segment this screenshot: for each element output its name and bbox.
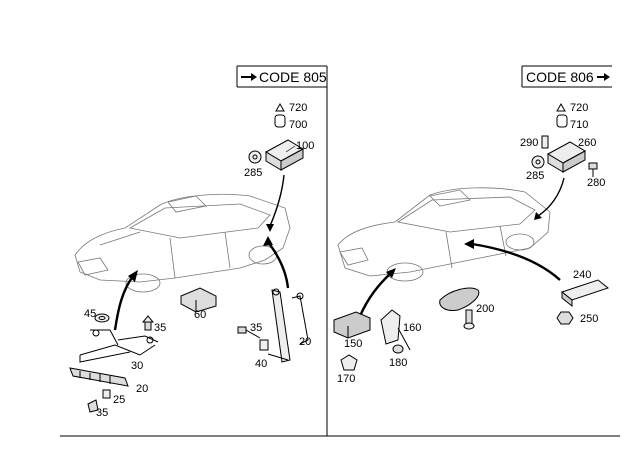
callout-285-right: 285 (526, 170, 544, 182)
arrow-to-car-front-right (358, 271, 393, 317)
callout-285-left: 285 (244, 167, 262, 179)
clip-170 (340, 354, 358, 371)
callout-720-right: 720 (570, 102, 588, 114)
callout-280: 280 (587, 177, 605, 189)
warning-triangle-icon (275, 102, 285, 112)
car-illustration-right (337, 187, 551, 282)
callout-170: 170 (337, 373, 355, 385)
arrow-to-car-front (113, 274, 135, 331)
callout-260: 260 (578, 137, 596, 149)
code-805-label: CODE 805 (259, 69, 327, 85)
callout-180: 180 (389, 357, 407, 369)
washer-45 (94, 313, 110, 323)
callout-35-top: 35 (154, 322, 166, 334)
control-module-260 (546, 141, 587, 173)
callout-710: 710 (570, 119, 588, 131)
clip-25 (102, 389, 111, 399)
callout-60: 60 (194, 309, 206, 321)
car-illustration-left (74, 193, 291, 293)
arrow-to-trunk (267, 241, 290, 289)
warning-triangle-icon (556, 102, 566, 112)
clip-35-bottom (87, 399, 99, 413)
holder-150 (333, 311, 371, 339)
screw-280 (588, 162, 598, 177)
clip-35-top (141, 315, 155, 331)
callout-25: 25 (113, 394, 125, 406)
rail-20-right (267, 288, 309, 363)
callout-100: 100 (296, 140, 314, 152)
sensor-200 (439, 287, 480, 330)
bolt-35 (237, 326, 261, 339)
arrow-module-to-car (269, 174, 285, 227)
left-panel: CODE 805 720 700 100 285 (69, 65, 327, 419)
callout-35-bottom: 35 (96, 407, 108, 419)
code-806-box[interactable]: CODE 806 (521, 65, 612, 88)
antenna-240 (560, 279, 610, 308)
grommet-285-right (531, 155, 545, 169)
frame-30 (79, 329, 159, 363)
code-806-label: CODE 806 (526, 69, 594, 85)
washer-180 (392, 344, 404, 354)
arrow-right-icon (241, 73, 257, 81)
clip-290 (541, 135, 549, 149)
stud-40 (259, 339, 269, 351)
connector-plug (274, 114, 286, 128)
callout-45: 45 (84, 308, 96, 320)
arrow-right-icon (597, 73, 610, 81)
grommet-285 (248, 150, 262, 164)
leader-100 (285, 145, 296, 153)
plate-160 (380, 309, 411, 351)
arrow-module-to-car-right (537, 177, 565, 217)
callout-20-left: 20 (136, 383, 148, 395)
callout-150: 150 (344, 338, 362, 350)
nut-250 (556, 311, 574, 325)
callout-200: 200 (476, 303, 494, 315)
callout-290: 290 (520, 137, 538, 149)
callout-35-bolt: 35 (250, 322, 262, 334)
callout-160: 160 (403, 322, 421, 334)
callout-30: 30 (131, 360, 143, 372)
rail-20-left (69, 367, 129, 387)
callout-240: 240 (573, 269, 591, 281)
bracket-60 (180, 287, 217, 313)
arrow-to-antenna (471, 242, 561, 281)
code-805-box[interactable]: CODE 805 (236, 65, 327, 88)
callout-40: 40 (255, 358, 267, 370)
callout-700: 700 (289, 119, 307, 131)
control-module-100 (264, 139, 305, 171)
connector-plug-right (556, 114, 568, 128)
callout-250: 250 (580, 313, 598, 325)
right-panel: CODE 806 720 710 290 260 285 (333, 65, 612, 385)
callout-720-left: 720 (289, 102, 307, 114)
callout-20-right: 20 (299, 336, 311, 348)
